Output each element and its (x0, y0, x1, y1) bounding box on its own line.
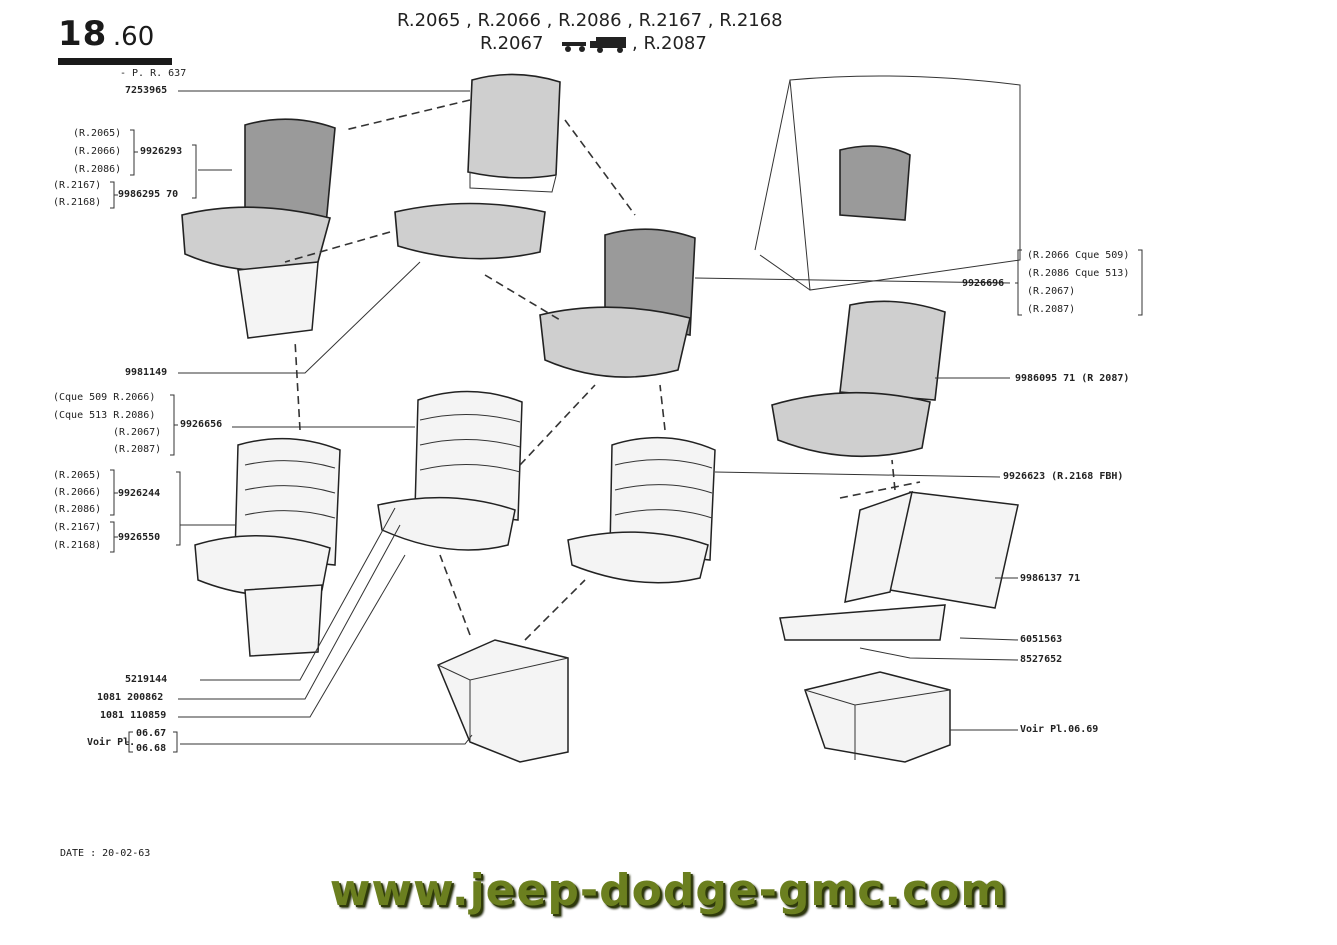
label-g2-c513: (Cque 513 R.2086) (53, 410, 156, 421)
seat-base-box (437, 639, 569, 763)
seat-9926293 (181, 118, 336, 339)
assembly-arrows (284, 99, 921, 641)
cushion-9981149 (394, 202, 546, 260)
label-g1-r2065: (R.2065) (73, 128, 122, 139)
brackets (110, 129, 1143, 753)
plate-underline (58, 58, 172, 65)
label-6051563: 6051563 (1020, 634, 1063, 645)
label-g3-r2086: (R.2086) (53, 504, 102, 515)
website-watermark: www.jeep-dodge-gmc.com (329, 865, 1008, 916)
label-g1-r2086: (R.2086) (73, 164, 122, 175)
label-g2-r2067: (R.2067) (113, 427, 162, 438)
label-g4-r2066: (R.2066 Cque 509) (1027, 250, 1130, 261)
label-g3-r2066: (R.2066) (53, 487, 102, 498)
seat-base-box-right (804, 671, 951, 763)
label-g1-r2066: (R.2066) (73, 146, 122, 157)
label-g4-r2067: (R.2067) (1027, 286, 1076, 297)
shell-9926244 (194, 437, 341, 657)
label-9926623: 9926623 (R.2168 FBH) (1003, 471, 1124, 482)
seat-9926696 (539, 228, 696, 378)
label-1081200862: 1081 200862 (97, 692, 164, 703)
label-8527652: 8527652 (1020, 654, 1063, 665)
label-g2-r2087: (R.2087) (113, 444, 162, 455)
label-g1-r2167: (R.2167) (53, 180, 102, 191)
label-g3-r2167: (R.2167) (53, 522, 102, 533)
backrest-7253965 (467, 73, 561, 193)
date-stamp: DATE : 20-02-63 (60, 848, 151, 859)
label-voir-left-b: 06.68 (136, 743, 167, 754)
label-9926696: 9926696 (962, 278, 1005, 289)
label-g4-r2087: (R.2087) (1027, 304, 1076, 315)
plate-ref: - P. R. 637 (120, 68, 187, 79)
label-5219144: 5219144 (125, 674, 168, 685)
label-voir-left-a: 06.67 (136, 728, 167, 739)
label-voir-right: Voir Pl.06.69 (1020, 724, 1099, 735)
label-voir-left: Voir Pl. (87, 737, 136, 748)
models-line-2b: , R.2087 (632, 33, 707, 54)
label-9986095: 9986095 71 (R 2087) (1015, 373, 1130, 384)
label-1081110859: 1081 110859 (100, 710, 167, 721)
plate-sub: .60 (112, 22, 155, 52)
leader-lines (178, 90, 1019, 745)
models-line-2a: R.2067 (480, 33, 544, 54)
label-9926244: 9926244 (118, 488, 161, 499)
plate-main: 18 (58, 14, 108, 54)
label-9986137: 9986137 71 (1020, 573, 1081, 584)
label-9981149: 9981149 (125, 367, 168, 378)
label-g3-r2065: (R.2065) (53, 470, 102, 481)
plate-number: 18 .60 (58, 14, 154, 54)
label-g3-r2168: (R.2168) (53, 540, 102, 551)
shell-9926656 (377, 390, 523, 551)
label-7253965: 7253965 (125, 85, 168, 96)
label-9926550: 9926550 (118, 532, 161, 543)
label-9986295: 9986295 70 (118, 189, 179, 200)
label-9926656: 9926656 (180, 419, 223, 430)
shell-9926623 (567, 436, 716, 584)
models-line-1: R.2065 , R.2066 , R.2086 , R.2167 , R.21… (397, 10, 783, 31)
label-g2-c509: (Cque 509 R.2066) (53, 392, 156, 403)
truck-icon (562, 37, 626, 53)
cab-sketch (754, 75, 1021, 291)
seat-frame-9986137 (779, 490, 1019, 641)
label-g4-r2086: (R.2086 Cque 513) (1027, 268, 1130, 279)
label-9926293: 9926293 (140, 146, 183, 157)
label-g1-r2168: (R.2168) (53, 197, 102, 208)
seat-9986095 (771, 300, 946, 458)
